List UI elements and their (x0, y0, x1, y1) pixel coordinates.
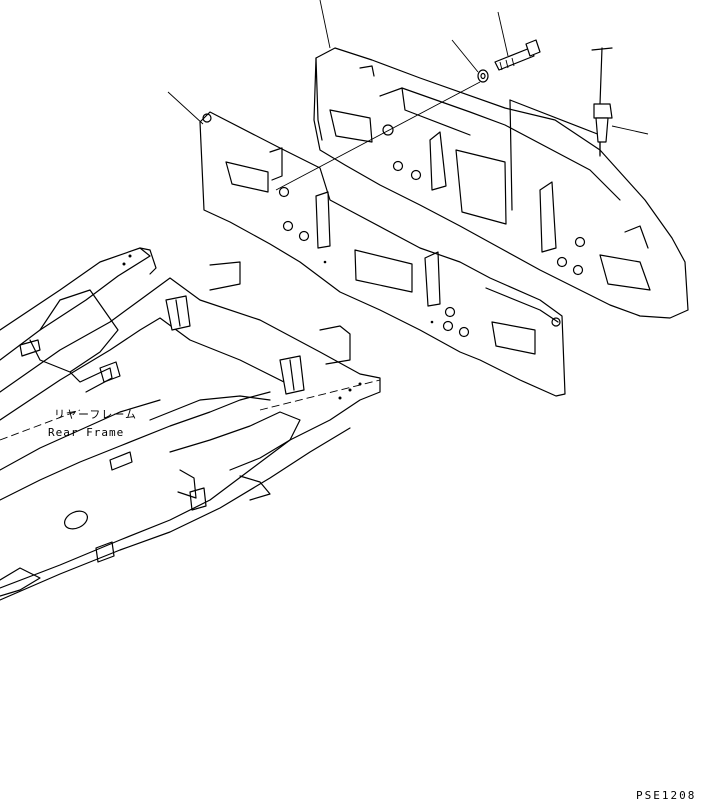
leader-lines (167, 0, 649, 191)
bolt (494, 39, 541, 71)
front-counterweight (199, 111, 566, 397)
frame-label: リヤーフレーム Rear Frame (48, 408, 137, 439)
frame-label-japanese: リヤーフレーム (54, 408, 137, 421)
frame-label-english: Rear Frame (48, 426, 124, 439)
rear-frame (0, 247, 381, 601)
lifting-pin (591, 47, 613, 156)
drawing-code: PSE1208 (636, 789, 696, 802)
washer (477, 69, 489, 83)
rear-counterweight (313, 47, 689, 319)
